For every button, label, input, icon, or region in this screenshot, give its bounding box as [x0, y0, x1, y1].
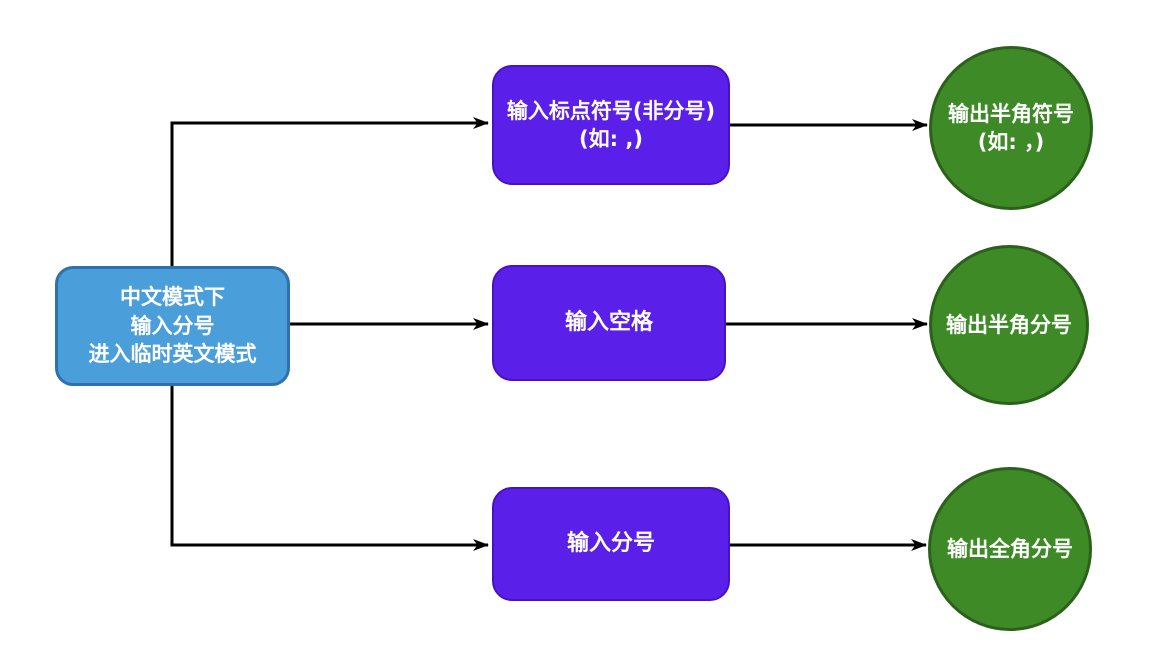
node-text-line: 输入分号	[566, 531, 655, 557]
node-text-line: 进入临时英文模式	[88, 342, 257, 367]
node-input-punct: 输入标点符号(非分号) (如: ,)	[492, 65, 730, 185]
node-text-line: (如: ,)	[579, 127, 643, 151]
node-text-line: 输出半角分号	[946, 312, 1072, 337]
node-text-line: (如: ，)	[977, 130, 1045, 154]
node-input-space: 输入空格	[492, 265, 726, 381]
node-input-semicolon: 输入分号	[492, 487, 730, 601]
node-text-line: 输入空格	[564, 310, 653, 336]
node-text-line: 输出全角分号	[947, 536, 1073, 561]
node-output-full-semicolon: 输出全角分号	[928, 467, 1092, 631]
node-text-line: 输入分号	[130, 313, 215, 338]
node-output-half-symbol: 输出半角符号 (如: ，)	[929, 46, 1093, 210]
edge-start-to-input-semicolon	[170, 386, 489, 551]
edge-start-to-input-punct	[170, 117, 489, 266]
node-output-half-semicolon: 输出半角分号	[929, 245, 1089, 405]
node-text-line: 输入标点符号(非分号)	[506, 98, 716, 123]
node-text-line: 中文模式下	[120, 285, 225, 310]
node-start: 中文模式下 输入分号 进入临时英文模式	[55, 266, 290, 386]
node-text-line: 输出半角符号	[948, 101, 1074, 126]
